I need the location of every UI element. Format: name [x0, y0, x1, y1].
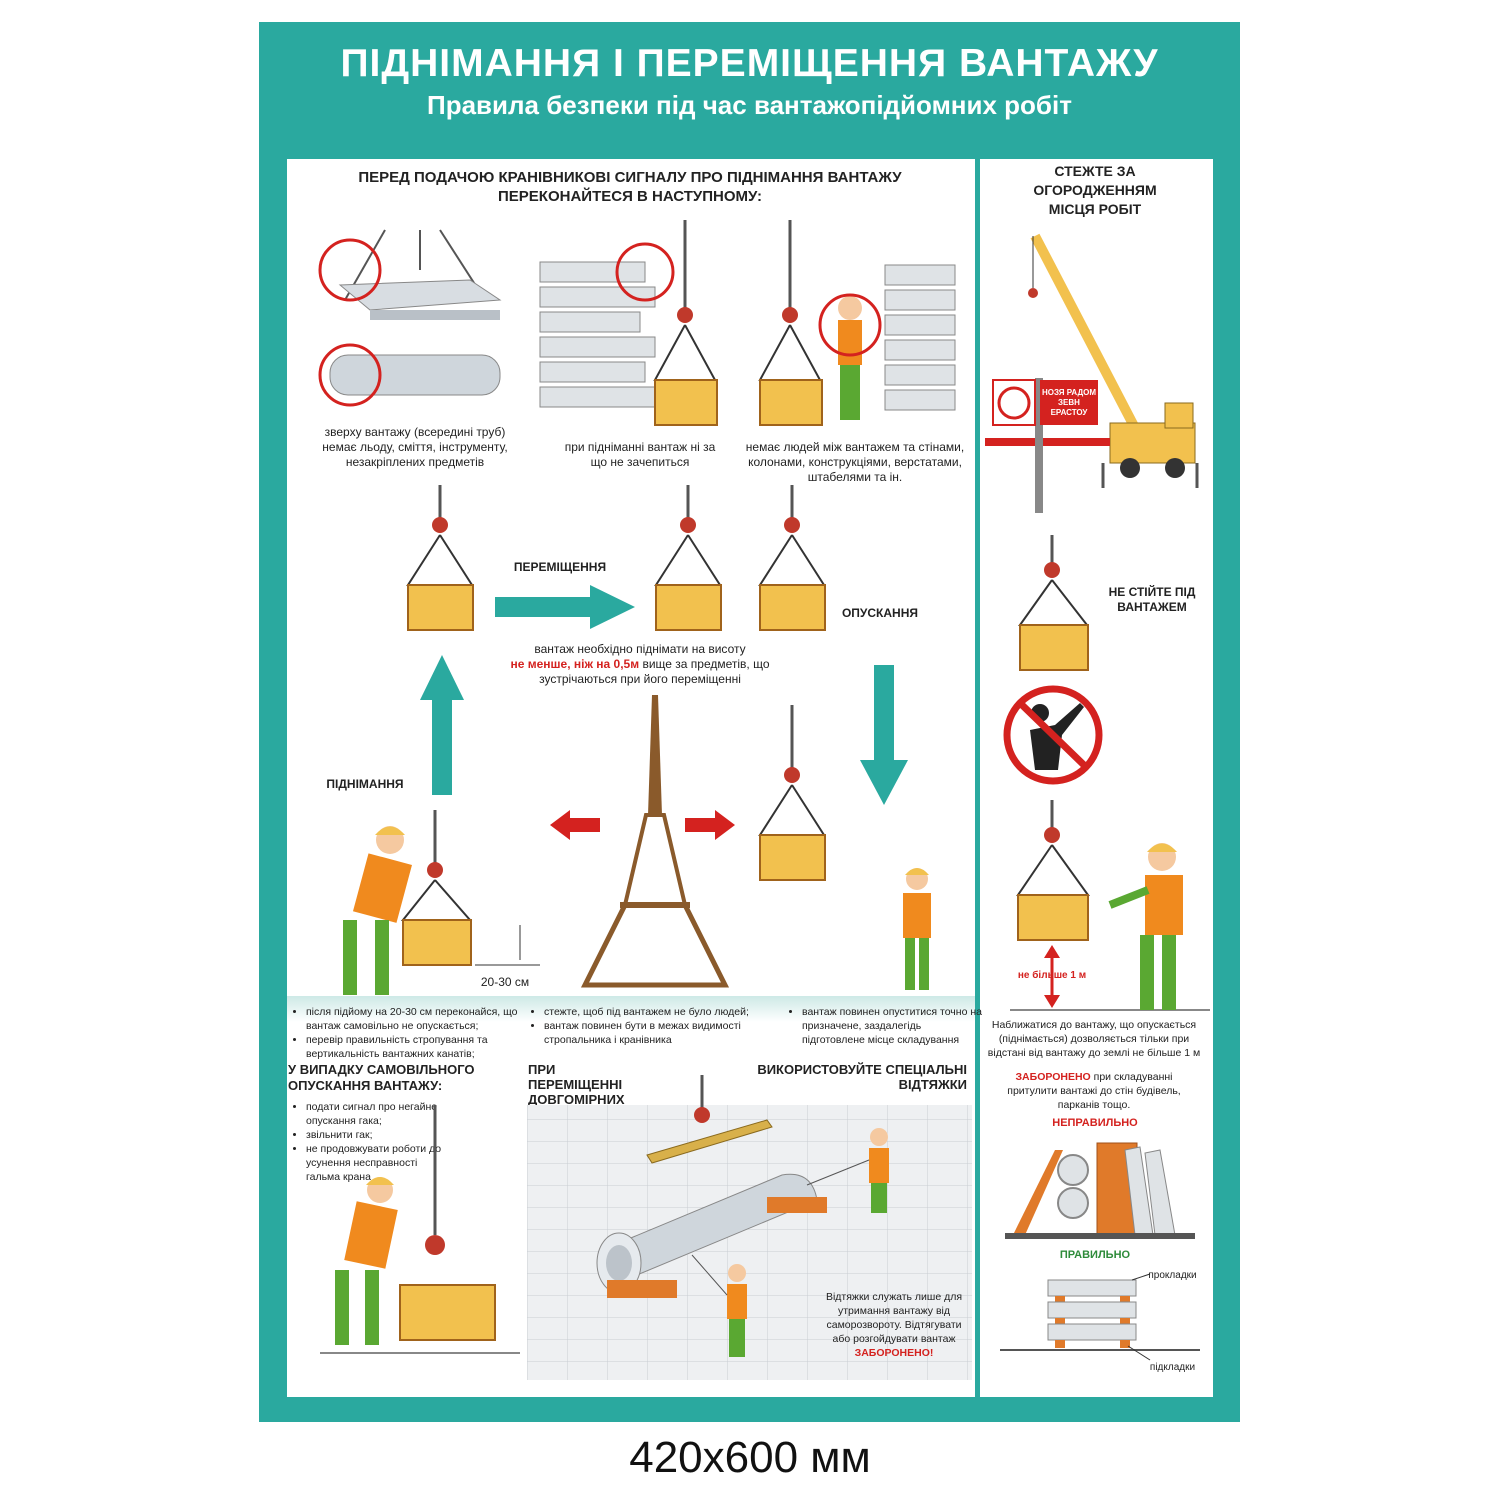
- stand-label: НЕ СТІЙТЕ ПІД ВАНТАЖЕМ: [1108, 585, 1196, 614]
- hooked-load-right: [1018, 535, 1090, 671]
- check2-text: при підніманні вантаж ні за що не зачепи…: [564, 440, 716, 469]
- worker-signalling: [903, 868, 931, 990]
- bullet-item: після підйому на 20-30 см переконайся, щ…: [306, 1005, 531, 1033]
- worker-receiving: [1108, 843, 1183, 1010]
- label-lifting: ПІДНІМАННЯ: [326, 777, 404, 791]
- arrow-up-icon: [420, 655, 464, 795]
- height-note: вантаж необхідно піднімати на висоту не …: [500, 642, 780, 687]
- bullets-col2: стежте, щоб під вантажем не було людей; …: [530, 1005, 769, 1047]
- bullet-item: перевір правильність стропування та верт…: [306, 1033, 531, 1061]
- no-standing-icon: [1003, 685, 1103, 785]
- self-lower-heading: У ВИПАДКУ САМОВІЛЬНОГО ОПУСКАННЯ ВАНТАЖУ…: [288, 1062, 475, 1093]
- worker-lifting: [343, 810, 540, 995]
- stack-hook-illustration: [539, 220, 718, 426]
- hooked-load-approach: [1010, 800, 1210, 1011]
- hooked-load-3: [758, 485, 826, 631]
- long-pipe-illustration: [527, 1075, 972, 1380]
- left-panel-heading: ПЕРЕД ПОДАЧОЮ КРАНІВНИКОВІ СИГНАЛУ ПРО П…: [358, 169, 902, 205]
- poster-title: ПІДНІМАННЯ І ПЕРЕМІЩЕННЯ ВАНТАЖУ: [340, 42, 1159, 85]
- bullet-item: не продовжувати роботи до усунення неспр…: [306, 1142, 446, 1184]
- hooked-load-1: [406, 485, 474, 631]
- gap-label: 20-30 см: [480, 975, 530, 989]
- height-note-red: не менше, ніж на 0,5м: [510, 657, 640, 671]
- bullets-col3: вантаж повинен опуститися точно на призн…: [788, 1005, 984, 1047]
- label-lowering: ОПУСКАННЯ: [841, 606, 919, 620]
- size-caption: 420x600 мм: [629, 1433, 871, 1482]
- ropes-note: Відтяжки служать лише для утримання вант…: [820, 1290, 968, 1360]
- arrow-right-icon: [495, 585, 635, 629]
- arrow-down-icon: [860, 665, 908, 805]
- eiffel-tower-illustration: [580, 695, 730, 988]
- forbidden-note: ЗАБОРОНЕНО при складуванні притулити ван…: [990, 1070, 1198, 1112]
- worker-stack-illustration: [758, 220, 956, 426]
- bullet-item: стежте, щоб під вантажем не було людей;: [544, 1005, 769, 1019]
- right-label: ПРАВИЛЬНО: [1059, 1249, 1131, 1261]
- right-storage-illustration: [1000, 1273, 1200, 1361]
- poster-subtitle: Правила безпеки під час вантажопідйомних…: [427, 90, 1072, 120]
- right-panel-heading: СТЕЖТЕ ЗА ОГОРОДЖЕННЯМ МІСЦЯ РОБІТ: [1033, 163, 1157, 217]
- height-note-2: вище за предметів, що зустрічаються при …: [539, 657, 770, 686]
- wrong-storage-illustration: [1005, 1142, 1195, 1239]
- bullet-item: подати сигнал про негайне опускання гака…: [306, 1100, 446, 1128]
- bullet-item: звільнити гак;: [306, 1128, 446, 1142]
- forbidden-text: при складуванні притулити вантажі до сті…: [1007, 1071, 1181, 1111]
- approach-note: Наближатися до вантажу, що опускається (…: [987, 1019, 1201, 1059]
- hooked-load-4: [758, 705, 826, 881]
- ropes-note-red: ЗАБОРОНЕНО!: [854, 1347, 934, 1359]
- ropes-note-text: Відтяжки служать лише для утримання вант…: [825, 1291, 963, 1345]
- pads-bottom-label: підкладки: [1149, 1362, 1196, 1373]
- hooked-load-2: [654, 485, 722, 631]
- bullets-col1: після підйому на 20-30 см переконайся, щ…: [292, 1005, 531, 1061]
- bullets-band: [287, 996, 975, 1022]
- arrow-right-red-icon: [685, 810, 735, 840]
- bullet-item: вантаж повинен бути в межах видимості ст…: [544, 1019, 769, 1047]
- check3-text: немає людей між вантажем та стінами, кол…: [745, 440, 965, 484]
- mobile-crane-illustration: [985, 233, 1199, 513]
- ropes-heading: ВИКОРИСТОВУЙТЕ СПЕЦІАЛЬНІ ВІДТЯЖКИ: [757, 1062, 967, 1092]
- arrow-left-red-icon: [550, 810, 600, 840]
- label-moving: ПЕРЕМІЩЕННЯ: [513, 560, 607, 574]
- pads-top-label: прокладки: [1148, 1270, 1197, 1281]
- warning-sign-text: НОЗЯ РАДОМ ЗЕВН ЕРАСТОУ: [1041, 388, 1097, 417]
- pipe-slab-illustration: [318, 229, 502, 407]
- wrong-label: НЕПРАВИЛЬНО: [1052, 1117, 1138, 1129]
- check1-text: зверху вантажу (всередині труб) немає ль…: [322, 425, 508, 469]
- self-lower-list: подати сигнал про негайне опускання гака…: [292, 1100, 446, 1184]
- limit-label: не більше 1 м: [1017, 970, 1087, 981]
- forbidden-red: ЗАБОРОНЕНО: [1015, 1071, 1091, 1083]
- height-note-1: вантаж необхідно піднімати на висоту: [534, 642, 746, 656]
- worker-hook-illustration: [320, 1105, 520, 1354]
- bullet-item: вантаж повинен опуститися точно на призн…: [802, 1005, 984, 1047]
